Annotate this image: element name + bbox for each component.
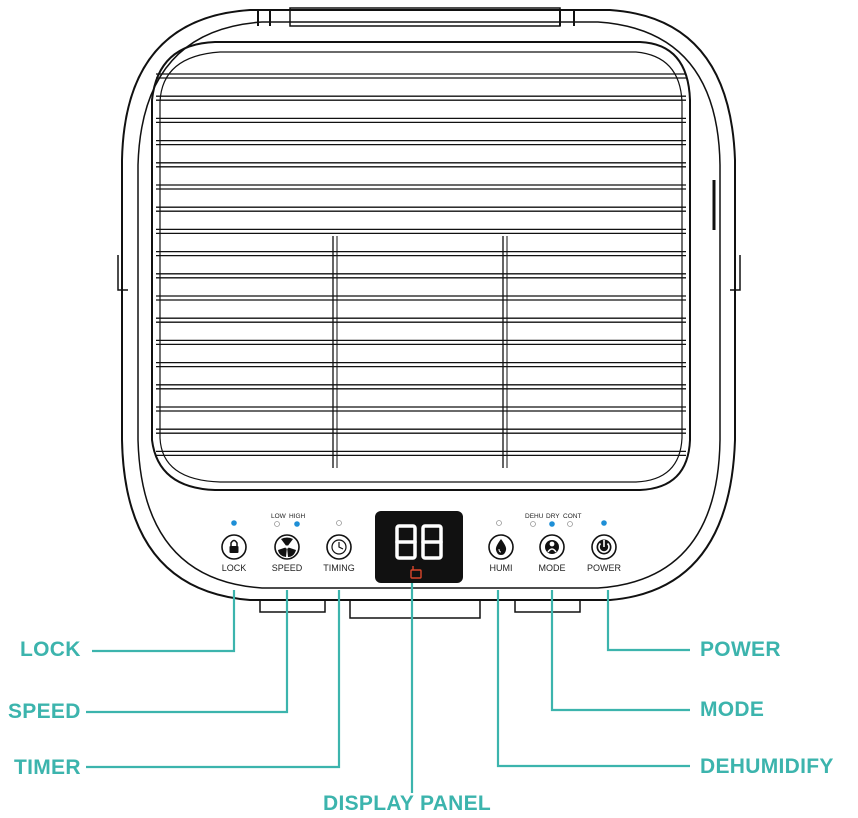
display-panel xyxy=(375,511,463,583)
leader-power xyxy=(606,590,690,652)
mode-dry-label: DRY xyxy=(546,513,560,520)
mode-button-label: MODE xyxy=(538,563,566,573)
callout-dehumidify: DEHUMIDIFY xyxy=(700,755,834,778)
power-indicator xyxy=(601,520,607,526)
power-button-label: POWER xyxy=(586,563,621,573)
callout-lock: LOCK xyxy=(20,638,81,661)
mode-button[interactable] xyxy=(539,534,565,560)
humi-button-label: HUMI xyxy=(489,563,513,573)
display-digits xyxy=(395,524,443,560)
mode-dehu-indicator xyxy=(530,521,536,527)
water-drop-icon xyxy=(495,539,507,555)
timing-button-label: TIMING xyxy=(323,563,355,573)
leader-dehumidify xyxy=(496,590,690,768)
callout-display-panel: DISPLAY PANEL xyxy=(323,792,492,815)
fan-icon xyxy=(278,537,296,557)
callout-speed: SPEED xyxy=(8,700,81,723)
callout-mode: MODE xyxy=(700,698,765,721)
callout-power: POWER xyxy=(700,638,781,661)
humi-indicator xyxy=(496,520,502,526)
leader-timer xyxy=(86,590,341,769)
power-button[interactable] xyxy=(591,534,617,560)
speed-button[interactable] xyxy=(274,534,300,560)
humi-button[interactable] xyxy=(488,534,514,560)
leader-lines xyxy=(86,583,690,793)
unit-housing xyxy=(117,7,741,619)
mode-dry-indicator xyxy=(549,521,555,527)
speed-high-label: HIGH xyxy=(289,513,306,520)
callout-timer: TIMER xyxy=(14,756,81,779)
lock-icon xyxy=(229,539,239,553)
mode-dehu-label: DEHU xyxy=(525,513,544,520)
indicators xyxy=(231,520,607,527)
leader-speed xyxy=(86,590,289,714)
power-icon xyxy=(596,539,612,555)
speed-high-indicator xyxy=(294,521,300,527)
air-grille xyxy=(151,41,691,491)
timing-button[interactable] xyxy=(326,534,352,560)
tank-full-icon xyxy=(410,566,422,579)
lock-button-label: LOCK xyxy=(221,563,247,573)
mode-cont-indicator xyxy=(567,521,573,527)
speed-low-indicator xyxy=(274,521,280,527)
clock-icon xyxy=(331,539,347,555)
lock-indicator xyxy=(231,520,237,526)
lock-button[interactable] xyxy=(221,534,247,560)
mode-cont-label: CONT xyxy=(563,513,582,520)
leader-mode xyxy=(550,590,690,712)
leader-lock xyxy=(92,590,236,653)
speed-button-label: SPEED xyxy=(271,563,303,573)
mode-icon xyxy=(545,540,559,554)
timing-indicator xyxy=(336,520,342,526)
speed-low-label: LOW xyxy=(271,513,286,520)
